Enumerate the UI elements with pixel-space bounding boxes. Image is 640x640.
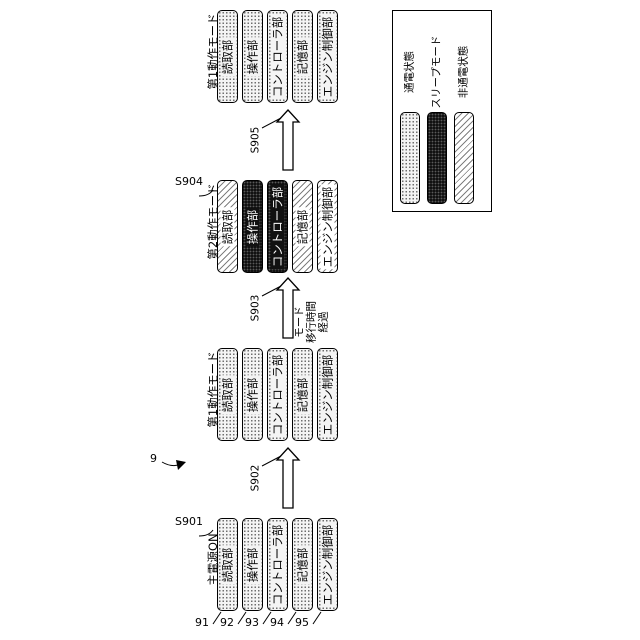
module-label-text: 操作部 xyxy=(245,207,259,246)
module-ref-number: 95 xyxy=(295,616,309,629)
module-label: 記憶部 xyxy=(296,375,309,414)
module-label: コントローラ部 xyxy=(271,522,284,607)
module-label: エンジン制御部 xyxy=(321,184,334,269)
module-label: 操作部 xyxy=(246,375,259,414)
module-label: 読取部 xyxy=(221,545,234,584)
leader-line xyxy=(262,286,281,296)
module-label-text: 操作部 xyxy=(245,545,259,584)
module-label-text: 記憶部 xyxy=(295,545,309,584)
module-label-text: 記憶部 xyxy=(295,375,309,414)
module-label-text: 読取部 xyxy=(220,37,234,76)
stage-title: 第2動作モード xyxy=(207,183,220,259)
transition-step: S905 xyxy=(250,127,263,154)
stage-title: 第1動作モード xyxy=(207,13,220,89)
arrowhead xyxy=(176,460,186,470)
module-label-text: エンジン制御部 xyxy=(320,352,334,437)
module-label-text: 操作部 xyxy=(245,375,259,414)
legend-swatch xyxy=(400,112,420,204)
transition-note: 経過 xyxy=(318,312,331,333)
module-label-text: エンジン制御部 xyxy=(320,184,334,269)
module-label: 記憶部 xyxy=(296,37,309,76)
module-label-text: エンジン制御部 xyxy=(320,14,334,99)
module-label: 読取部 xyxy=(221,207,234,246)
module-label-text: コントローラ部 xyxy=(270,352,284,437)
stage-title: 第1動作モード xyxy=(207,351,220,427)
module-label: 操作部 xyxy=(246,207,259,246)
module-label-text: 読取部 xyxy=(220,375,234,414)
transition-arrow xyxy=(277,448,299,508)
legend-label: 通電状態 xyxy=(404,51,417,93)
module-ref-number: 91 xyxy=(195,616,209,629)
module-label: エンジン制御部 xyxy=(321,352,334,437)
leader-line xyxy=(262,118,281,128)
stage-title: 主電源ON xyxy=(207,533,220,585)
step-label: S904 xyxy=(175,175,203,188)
module-label: 操作部 xyxy=(246,545,259,584)
module-ref-number: 92 xyxy=(220,616,234,629)
legend-swatch xyxy=(427,112,447,204)
module-ref-number: 94 xyxy=(270,616,284,629)
module-label-text: コントローラ部 xyxy=(270,14,284,99)
module-label: 操作部 xyxy=(246,37,259,76)
module-label: コントローラ部 xyxy=(271,14,284,99)
module-label-text: 操作部 xyxy=(245,37,259,76)
legend-swatch xyxy=(454,112,474,204)
module-label: コントローラ部 xyxy=(271,352,284,437)
module-label-text: コントローラ部 xyxy=(270,522,284,607)
leader-line xyxy=(262,456,281,466)
transition-arrow xyxy=(277,110,299,170)
legend-label: 非通電状態 xyxy=(458,46,471,99)
module-label-text: コントローラ部 xyxy=(270,184,284,269)
figure-number: 9 xyxy=(150,452,157,465)
module-label: 読取部 xyxy=(221,37,234,76)
module-label: 記憶部 xyxy=(296,545,309,584)
module-label: 記憶部 xyxy=(296,207,309,246)
module-label-text: 読取部 xyxy=(220,545,234,584)
module-ref-number: 93 xyxy=(245,616,259,629)
module-label: エンジン制御部 xyxy=(321,14,334,99)
module-label-text: 記憶部 xyxy=(295,207,309,246)
transition-step: S902 xyxy=(250,465,263,492)
legend-label: スリープモード xyxy=(431,36,444,109)
module-label: エンジン制御部 xyxy=(321,522,334,607)
module-label-text: 記憶部 xyxy=(295,37,309,76)
module-label: コントローラ部 xyxy=(271,184,284,269)
module-label-text: 読取部 xyxy=(220,207,234,246)
module-label: 読取部 xyxy=(221,375,234,414)
module-label-text: エンジン制御部 xyxy=(320,522,334,607)
transition-step: S903 xyxy=(250,295,263,322)
step-label: S901 xyxy=(175,515,203,528)
leader-line xyxy=(313,612,321,624)
